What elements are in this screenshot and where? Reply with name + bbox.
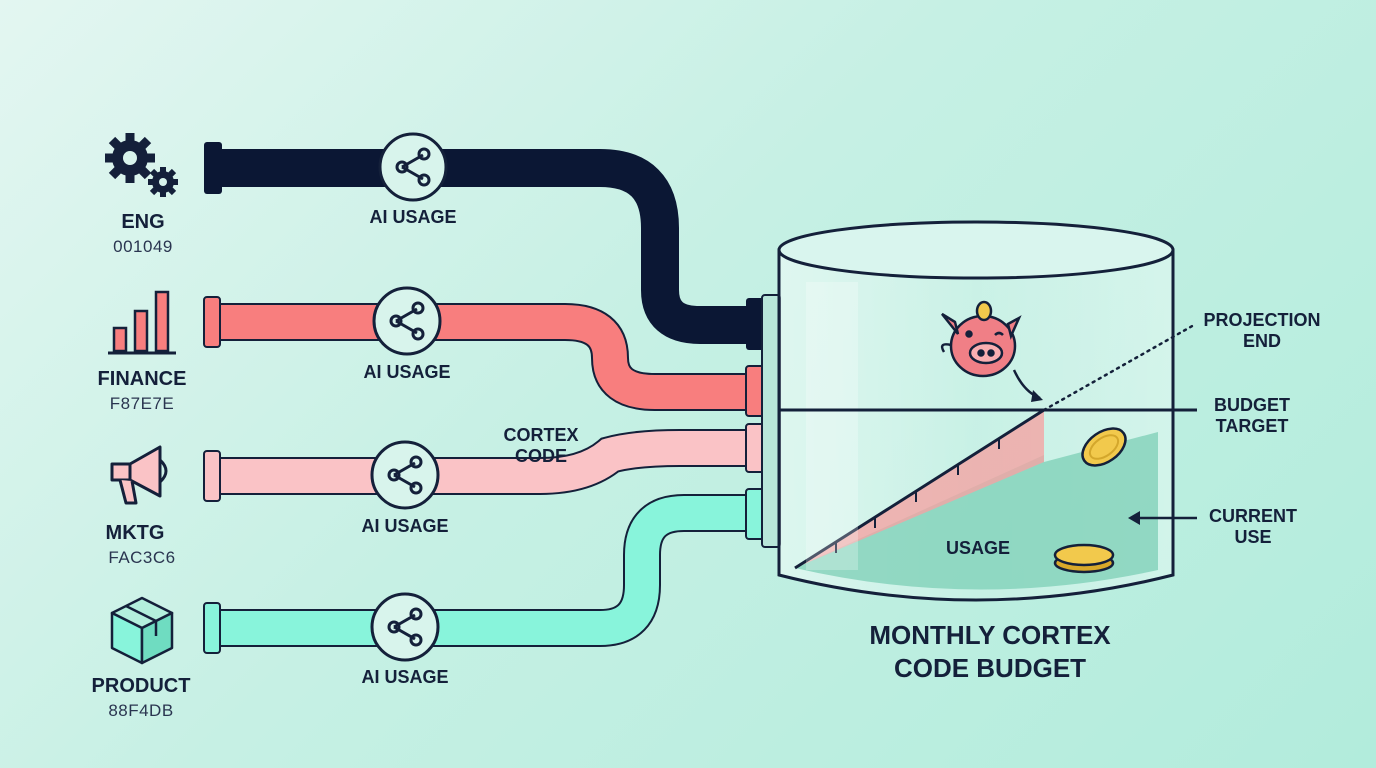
dept-name: PRODUCT xyxy=(92,675,191,697)
box-icon xyxy=(110,596,174,665)
projection-line xyxy=(794,408,1045,570)
share-icon xyxy=(395,147,431,187)
gears-icon xyxy=(105,133,178,197)
glass-highlight xyxy=(806,282,858,570)
node-product: AI USAGE xyxy=(361,592,449,687)
piggy-arrow-head xyxy=(1031,390,1043,402)
tank-top xyxy=(777,220,1175,280)
current-use-arrow-head xyxy=(1128,511,1140,525)
ai-usage-label: AI USAGE xyxy=(361,516,448,536)
budget-line1: BUDGET xyxy=(1214,395,1290,415)
current-line1: CURRENT xyxy=(1209,506,1297,526)
node-eng: AI USAGE xyxy=(369,132,457,227)
tank-title-line1: MONTHLY CORTEX xyxy=(869,620,1111,650)
dept-code: 001049 xyxy=(113,237,173,256)
node-mktg: AI USAGE xyxy=(361,440,449,536)
piggy-bank-icon xyxy=(940,300,1022,378)
tank-inlets xyxy=(745,294,781,548)
budget-line2: TARGET xyxy=(1216,416,1289,436)
dept-mktg: MKTG FAC3C6 xyxy=(106,445,175,567)
coin-icon xyxy=(1081,427,1127,467)
projection-ticks xyxy=(835,438,1000,553)
share-node-circle xyxy=(370,592,440,662)
annotation-budget-target: BUDGET TARGET xyxy=(1214,395,1290,436)
tank-title-line2: CODE BUDGET xyxy=(894,653,1086,683)
share-icon xyxy=(387,455,423,495)
bar-chart-icon xyxy=(108,290,176,355)
ai-usage-label: AI USAGE xyxy=(369,207,456,227)
projection-end-dotted-line xyxy=(1042,323,1196,412)
dept-name: FINANCE xyxy=(98,368,187,390)
inlet-manifold xyxy=(761,294,781,548)
share-node-circle xyxy=(372,286,442,356)
projection-line1: PROJECTION xyxy=(1203,310,1320,330)
ai-usage-label: AI USAGE xyxy=(363,362,450,382)
node-finance: AI USAGE xyxy=(363,286,451,382)
pipe-eng xyxy=(204,142,760,344)
tank-usage-label: USAGE xyxy=(946,538,1010,558)
dept-eng: ENG 001049 xyxy=(105,133,178,256)
tank-title: MONTHLY CORTEX CODE BUDGET xyxy=(869,620,1111,683)
share-node-circle xyxy=(370,440,440,510)
cortex-code-line2: CODE xyxy=(515,446,567,466)
dept-code: F87E7E xyxy=(110,394,174,413)
share-node-circle xyxy=(378,132,448,202)
annotation-projection-end: PROJECTION END xyxy=(1203,310,1320,351)
pipe-product xyxy=(203,494,760,654)
dept-product: PRODUCT 88F4DB xyxy=(92,596,191,720)
dept-name: MKTG xyxy=(106,522,165,544)
dept-code: FAC3C6 xyxy=(108,548,175,567)
pipe-eng-flange xyxy=(204,142,222,194)
pipe-mktg-flange xyxy=(203,450,221,502)
annotation-current-use: CURRENT USE xyxy=(1209,506,1297,547)
dept-name: ENG xyxy=(121,211,164,233)
pipe-product-flange xyxy=(203,602,221,654)
ai-usage-label: AI USAGE xyxy=(361,667,448,687)
current-line2: USE xyxy=(1234,527,1271,547)
budget-tank: USAGE xyxy=(777,220,1175,602)
pipe-finance xyxy=(203,296,760,411)
dept-code: 88F4DB xyxy=(108,701,173,720)
cortex-code-line1: CORTEX xyxy=(503,425,578,445)
pipe-mktg xyxy=(203,429,760,502)
dept-finance: FINANCE F87E7E xyxy=(98,290,187,413)
pipe-finance-flange xyxy=(203,296,221,348)
share-icon xyxy=(387,607,423,647)
megaphone-icon xyxy=(110,445,168,505)
coin-icon xyxy=(1053,543,1115,574)
projection-line2: END xyxy=(1243,331,1281,351)
share-icon xyxy=(389,301,425,341)
cortex-code-label: CORTEX CODE xyxy=(503,425,578,466)
